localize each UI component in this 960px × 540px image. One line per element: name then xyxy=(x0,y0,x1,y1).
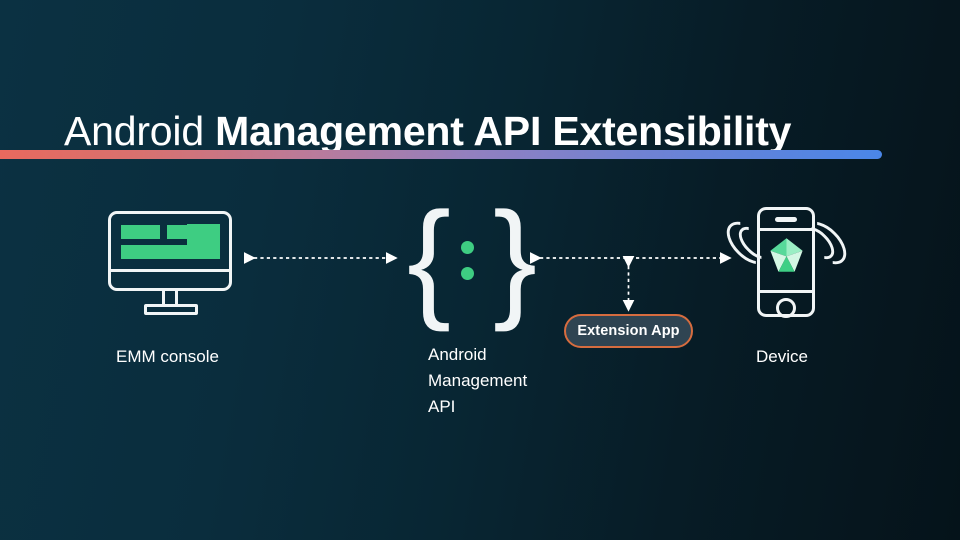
phone-home-button xyxy=(776,298,796,318)
api-dot-icon xyxy=(461,241,474,254)
phone-speaker xyxy=(775,217,797,222)
label-emm-console: EMM console xyxy=(116,347,219,366)
gem-pentagon-icon xyxy=(770,238,803,272)
mobile-phone-icon xyxy=(719,205,854,318)
monitor-stand-neck xyxy=(162,291,178,306)
brace-left-glyph: { xyxy=(407,185,452,332)
extension-app-badge[interactable]: Extension App xyxy=(564,314,693,348)
label-device: Device xyxy=(756,347,808,366)
label-api-line-1: Android xyxy=(428,345,487,364)
monitor-icon xyxy=(106,211,240,315)
monitor-screen-outline xyxy=(108,211,232,291)
title-light-part: Android xyxy=(64,108,204,155)
accent-gradient-bar xyxy=(0,150,882,159)
label-android-management-api: Android Management API xyxy=(428,342,548,420)
api-dot-icon xyxy=(461,267,474,280)
phone-screen-top-edge xyxy=(760,228,812,231)
label-api-line-3: API xyxy=(428,397,456,416)
monitor-stand-base xyxy=(144,304,198,315)
monitor-screen-divider xyxy=(111,269,229,272)
phone-screen-bottom-edge xyxy=(760,290,812,293)
title-bold-part: Management API Extensibility xyxy=(215,108,792,155)
page-title: Android Management API Extensibility xyxy=(64,105,791,157)
label-api-line-2: Management xyxy=(428,371,528,390)
brace-right-glyph: } xyxy=(493,185,538,332)
curly-braces-icon: { } xyxy=(405,185,537,332)
monitor-content-bar xyxy=(121,245,204,259)
monitor-content-bar xyxy=(121,225,160,239)
monitor-content-block xyxy=(187,224,220,259)
extension-app-label: Extension App xyxy=(577,323,680,339)
